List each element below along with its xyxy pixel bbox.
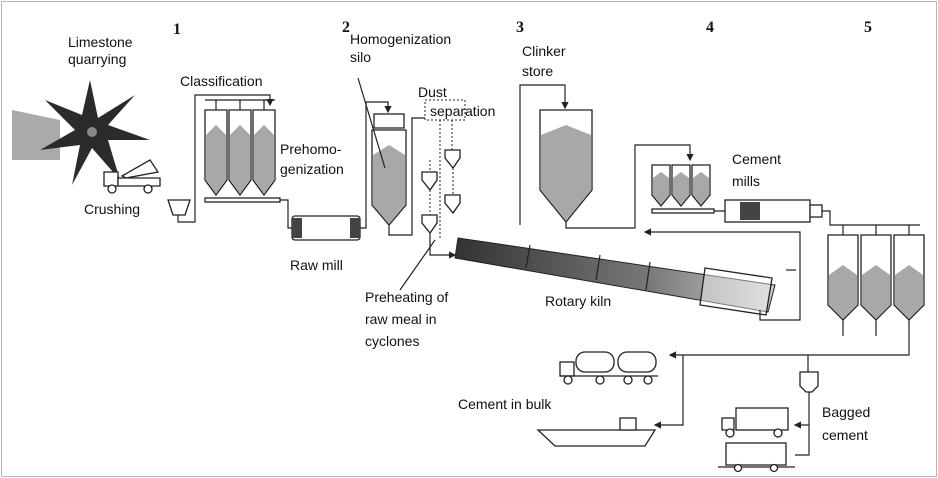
quarry-blast-illustration: [12, 80, 150, 185]
cement-mill-icon: [724, 199, 823, 223]
delivery-truck: [721, 407, 789, 438]
label-clinker-line2: store: [522, 63, 553, 79]
rail-wagon: [718, 442, 795, 473]
label-clinker-line1: Clinker: [522, 43, 566, 59]
stage-number-1: 1: [173, 21, 181, 38]
preheater-cyclones: [421, 99, 466, 240]
label-preheating-line1: Preheating of: [365, 289, 448, 305]
label-classification: Classification: [180, 73, 262, 89]
label-cement-in-bulk: Cement in bulk: [458, 396, 552, 412]
homogenization-silo: [357, 77, 407, 227]
label-homogenization-line2: silo: [350, 49, 371, 65]
rotary-kiln: [454, 237, 776, 316]
dump-truck-icon: [103, 159, 161, 194]
stage-number-4: 4: [706, 19, 714, 36]
label-raw-mill: Raw mill: [290, 257, 343, 273]
label-prehomogenization-line1: Prehomo-: [280, 141, 342, 157]
raw-mill-icon: [291, 215, 361, 241]
label-preheating-line2: raw meal in: [365, 311, 437, 327]
label-homogenization-line1: Homogenization: [350, 31, 451, 47]
bulk-tanker-trucks: [559, 351, 658, 385]
stage-number-3: 3: [516, 19, 524, 36]
cargo-ship: [536, 417, 657, 447]
label-limestone-line2: quarrying: [68, 51, 126, 67]
label-rotary-kiln: Rotary kiln: [545, 293, 611, 309]
label-cement-mills-line2: mills: [732, 173, 760, 189]
label-crushing: Crushing: [84, 201, 140, 217]
cement-silos: [827, 225, 925, 336]
label-dust-line1: Dust: [418, 84, 447, 100]
label-dust-line2: separation: [430, 103, 495, 119]
label-cement-mills-line1: Cement: [732, 151, 781, 167]
label-limestone-line1: Limestone: [68, 34, 133, 50]
additive-silos: [651, 164, 715, 214]
stage-number-5: 5: [864, 19, 872, 36]
clinker-silo: [539, 109, 593, 224]
classification-silos: [204, 99, 281, 203]
stage-number-2: 2: [342, 19, 350, 36]
bag-packer-icon: [799, 371, 819, 393]
label-prehomogenization-line2: genization: [280, 161, 344, 177]
crusher-icon: [167, 199, 191, 216]
label-bagged-line1: Bagged: [822, 404, 870, 420]
label-bagged-line2: cement: [822, 427, 868, 443]
label-preheating-line3: cyclones: [365, 333, 419, 349]
